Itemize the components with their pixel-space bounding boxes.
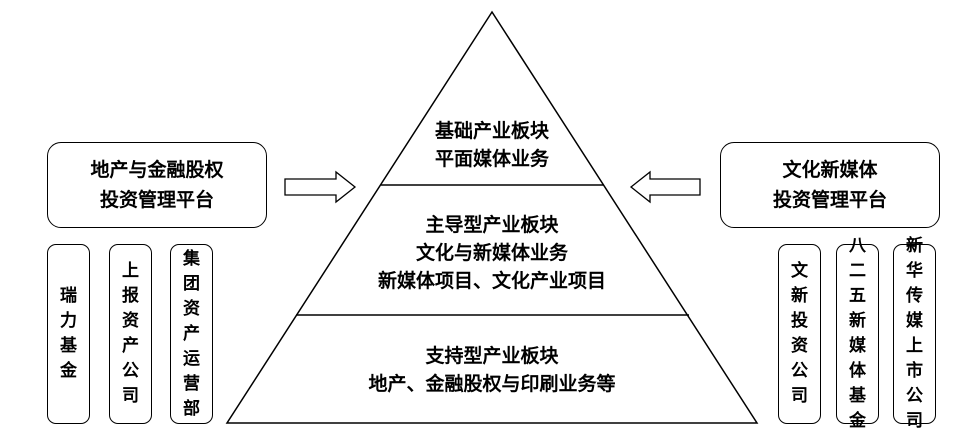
tier-line: 文化与新媒体业务: [415, 242, 568, 264]
right-unit-box: 八二五新媒体基金: [836, 236, 879, 431]
platform-line: 地产与金融股权: [90, 159, 224, 181]
unit-label: 八二五新媒体基金: [849, 236, 866, 431]
tier-line: 地产、金融股权与印刷业务等: [368, 373, 616, 395]
unit-label: 上报资产公司: [122, 261, 139, 406]
right-unit-box: 文新投资公司: [778, 244, 821, 424]
unit-label: 文新投资公司: [791, 261, 808, 406]
left-unit-box: 上报资产公司: [109, 244, 152, 424]
right-unit-box: 新华传媒上市公司: [893, 236, 936, 431]
left-unit-box: 瑞力基金: [47, 244, 90, 424]
left-platform-box: 地产与金融股权 投资管理平台: [47, 142, 267, 228]
unit-label: 集团资产运营部: [183, 248, 200, 419]
tier-leading-industry: 主导型产业板块 文化与新媒体业务 新媒体项目、文化产业项目: [342, 211, 642, 295]
arrow-right-icon: [284, 170, 357, 204]
tier-line: 支持型产业板块: [425, 345, 559, 367]
tier-line: 主导型产业板块: [425, 214, 559, 236]
tier-line: 基础产业板块: [434, 120, 549, 142]
tier-line: 新媒体项目、文化产业项目: [377, 270, 606, 292]
unit-label: 瑞力基金: [60, 286, 77, 381]
tier-line: 平面媒体业务: [434, 148, 549, 170]
platform-line: 投资管理平台: [99, 189, 214, 211]
right-platform-box: 文化新媒体 投资管理平台: [720, 142, 940, 228]
pyramid-outline: [225, 10, 759, 424]
tier-base-industry: 基础产业板块 平面媒体业务: [392, 117, 592, 173]
platform-line: 投资管理平台: [772, 189, 887, 211]
arrow-left-icon: [629, 170, 701, 204]
unit-label: 新华传媒上市公司: [906, 236, 923, 431]
left-unit-box: 集团资产运营部: [170, 244, 213, 424]
tier-support-industry: 支持型产业板块 地产、金融股权与印刷业务等: [312, 342, 672, 398]
platform-line: 文化新媒体: [782, 159, 878, 181]
